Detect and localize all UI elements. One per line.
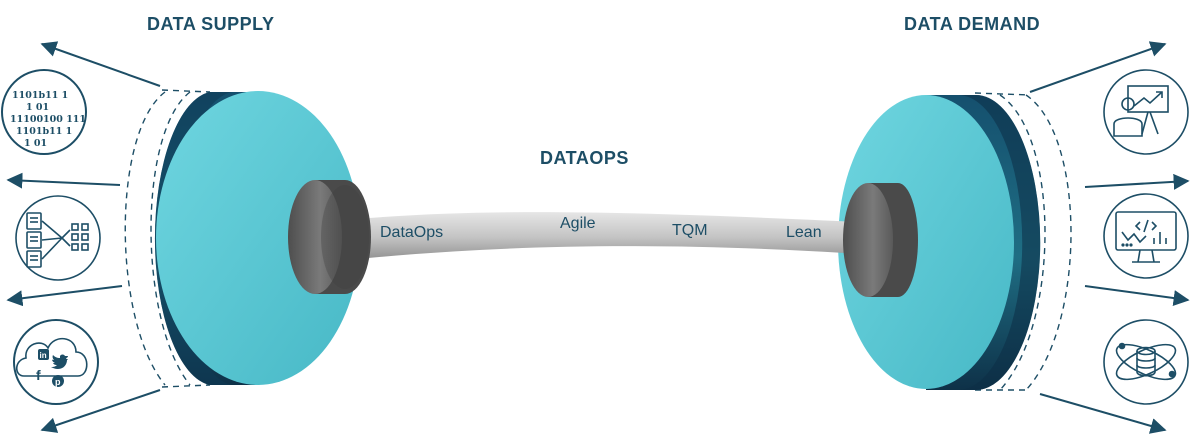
axle-labels: DataOps Agile TQM Lean (380, 215, 822, 241)
right-wheel (838, 95, 1041, 390)
social-facebook-glyph: f (36, 367, 41, 383)
binary-line-2: 1 01 (26, 102, 49, 113)
binary-line-1: 1101b11 1 (12, 90, 68, 101)
right-hub (843, 183, 918, 297)
social-cloud-icon: in f p (13, 319, 99, 405)
presentation-icon (1103, 69, 1189, 155)
binary-line-5: 1 01 (24, 138, 47, 149)
axle-label-lean: Lean (786, 224, 822, 241)
axle-label-dataops: DataOps (380, 224, 443, 241)
social-pinterest-glyph: p (55, 377, 61, 387)
binary-line-4: 1101b11 1 (16, 126, 72, 137)
axle-label-agile: Agile (560, 215, 596, 232)
database-orbit-icon (1103, 319, 1189, 405)
data-demand-heading: DATA DEMAND (904, 14, 1041, 34)
left-motion-lines (124, 89, 211, 388)
data-supply-heading: DATA SUPPLY (147, 14, 275, 34)
twitter-bird-icon (51, 354, 68, 369)
binary-line-3: 11100100 111 (10, 114, 86, 125)
dataops-heading: DATAOPS (540, 148, 629, 168)
social-linkedin-glyph: in (40, 351, 47, 360)
axle-label-tqm: TQM (672, 222, 708, 239)
axle (325, 212, 862, 262)
analytics-monitor-icon (1103, 193, 1189, 279)
binary-data-icon: 1101b11 1 1 01 11100100 111 1101b11 1 1 … (1, 69, 87, 155)
data-integration-icon (15, 195, 101, 281)
left-wheel (154, 91, 360, 385)
left-hub (288, 180, 371, 294)
right-arrows (1029, 41, 1190, 434)
left-arrows (6, 41, 161, 433)
right-wheel-face (838, 95, 1014, 389)
left-wheel-face (156, 91, 360, 385)
right-motion-lines (974, 92, 1072, 391)
